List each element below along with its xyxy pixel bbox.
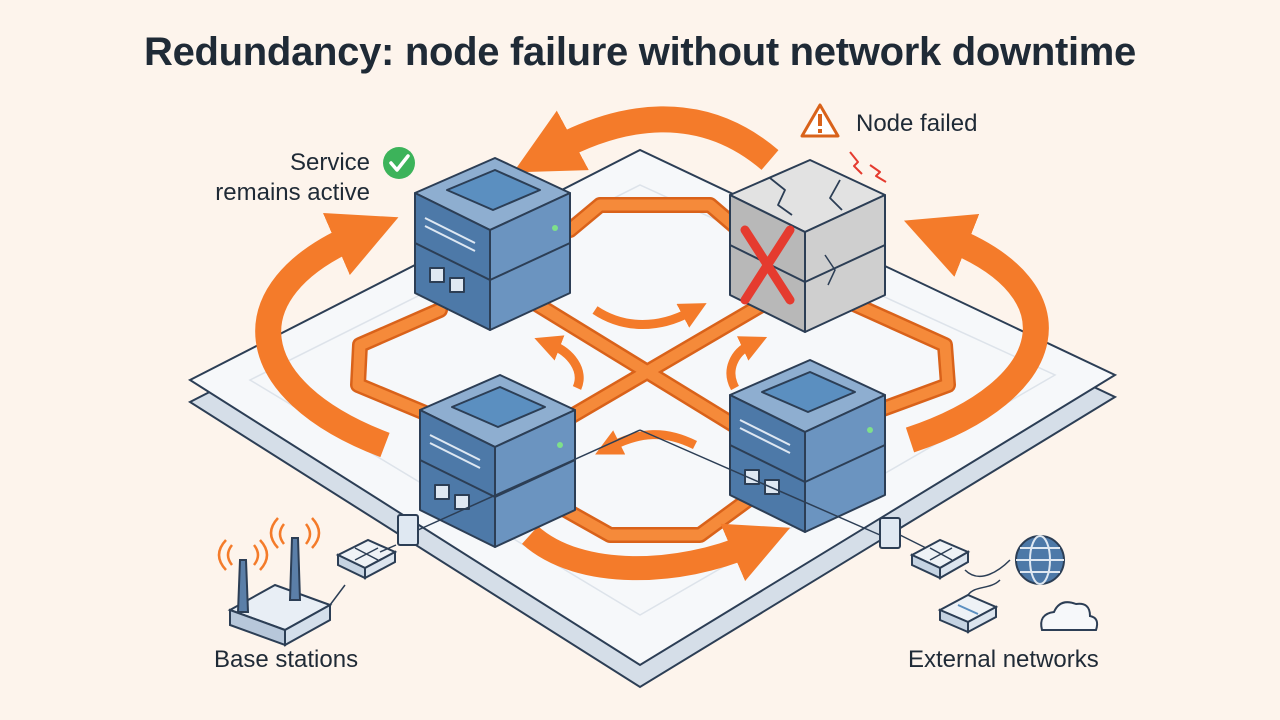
flow-arrows [255,106,1049,582]
ethernet-port-icon [397,514,901,549]
server-node-top-left [414,157,571,331]
base-link [329,544,397,606]
warning-triangle-icon [800,103,840,138]
page-title: Redundancy: node failure without network… [144,30,1136,74]
flow-arrow-bottom [521,523,791,582]
spark-icon [849,151,887,183]
cable-links [350,197,956,543]
node-failed-label: Node failed [856,110,978,137]
switch-icon-right [909,538,971,580]
server-node-top-right-failed [729,151,887,333]
reroute-arrow-2 [534,335,584,390]
globe-icon [1015,535,1065,585]
cloud-icon [1040,601,1099,631]
switch-icon-left [335,538,398,580]
check-circle-icon [383,147,415,179]
service-label-line1: Service [289,149,370,176]
flow-arrow-left [255,213,399,458]
base-stations-label: Base stations [214,646,359,673]
reroute-arrow-4 [595,430,698,455]
fail-cross-icon [740,225,795,305]
base-station-antenna-icon [217,517,333,647]
external-networks-label: External networks [908,646,1099,673]
service-label-line2: remains active [215,179,370,206]
flow-arrow-right [903,214,1049,453]
service-label: Service remains active [170,148,370,208]
reroute-arrow-1 [592,303,707,329]
reroute-arrow-3 [726,336,768,391]
server-node-bottom-left [419,374,576,548]
flow-arrow-top [513,106,779,173]
router-icon [937,593,999,634]
server-node-bottom-right [729,359,886,533]
